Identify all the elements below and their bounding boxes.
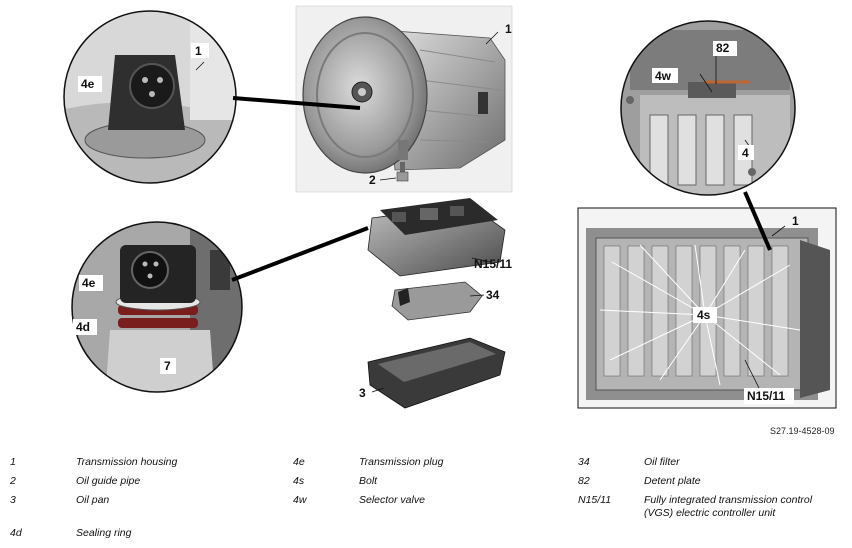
callout-4d: 4d [76,320,90,334]
callout-n15-controller: N15/11 [474,257,512,271]
controller-unit-illustration [367,198,506,277]
leader-tr-to-valve-body [743,191,772,251]
callout-1-tl: 1 [195,44,202,58]
legend-text: Oil guide pipe [76,475,141,487]
callout-4e-mid: 4e [82,276,96,290]
legend-text: Detent plate [644,475,701,487]
callout-labels: 1 4e 1 2 4e 4d 7 N15/11 34 3 82 4w 4 1 4… [73,22,799,404]
legend-text: Selector valve [359,494,425,506]
legend-text: Bolt [359,475,378,487]
legend-code: 3 [10,494,16,506]
legend-code: 4d [10,527,22,539]
callout-3: 3 [359,386,366,400]
legend-code: 1 [10,456,16,468]
callout-n15-valve-body: N15/11 [747,389,785,403]
legend-code: 34 [578,456,590,468]
callout-4e-top: 4e [81,77,95,91]
leader-tl-to-housing [232,96,361,110]
transmission-housing-illustration [295,5,513,193]
callout-1-valve-body: 1 [792,214,799,228]
legend-text: Fully integrated transmission control (V… [644,494,813,519]
legend-text: Oil pan [76,494,110,506]
callout-82: 82 [716,41,730,55]
legend-code: 4s [293,475,305,487]
selector-valve-magnifier [620,20,796,196]
callout-34: 34 [486,288,500,302]
plug-detail-magnifier [63,10,237,184]
leader-ml-to-controller [231,226,369,282]
legend-code: 82 [578,475,590,487]
exploded-diagram: 1 4e 1 2 4e 4d 7 N15/11 34 3 82 4w 4 1 4… [63,5,837,409]
legend-text: Sealing ring [76,527,132,539]
callout-4s: 4s [697,308,711,322]
callout-4w: 4w [655,69,672,83]
callout-1-housing: 1 [505,22,512,36]
callout-7: 7 [164,359,171,373]
legend-code: N15/11 [578,494,612,506]
oil-pan-illustration [367,337,506,409]
legend-code: 4e [293,456,305,468]
oil-guide-pipe-illustration [379,162,409,182]
document-id: S27.19-4528-09 [770,426,835,436]
legend-text: Transmission housing [76,456,178,468]
callout-2: 2 [369,173,376,187]
legend-text: Oil filter [644,456,680,468]
callout-4: 4 [742,146,749,160]
legend-code: 2 [10,475,16,487]
oil-filter-illustration [391,281,485,321]
legend-text: Transmission plug [359,456,444,468]
legend-code: 4w [293,494,307,506]
